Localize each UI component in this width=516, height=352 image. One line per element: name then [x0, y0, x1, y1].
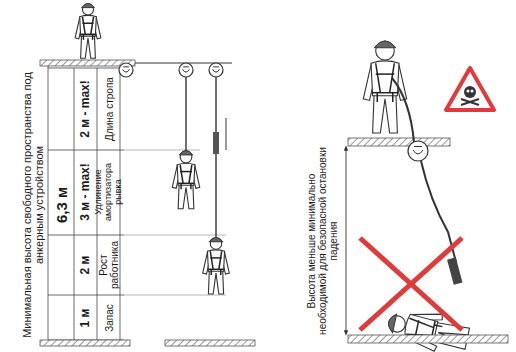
dimension-line: [74, 68, 75, 340]
lanyard: [215, 77, 216, 132]
dimension-tick: [48, 68, 124, 69]
platform: [348, 138, 450, 146]
shock-absorber: [213, 132, 219, 154]
dimension-value: 2 м - max!: [79, 69, 92, 149]
warning-caption: Высота меньше минимально необходимой для…: [306, 146, 339, 336]
shock-absorber: [447, 257, 462, 284]
extension-line: [124, 295, 226, 296]
extension-line: [124, 150, 200, 151]
red-cross: [360, 238, 462, 330]
anchor-device: [179, 63, 193, 77]
red-cross: [360, 238, 462, 330]
crossbone: [461, 99, 479, 105]
dimension-line: [48, 66, 49, 342]
total-dimension: 6,3 м: [54, 155, 71, 255]
segment-label: Удлинение амортизатора рывка: [94, 151, 124, 233]
dimension-caption: Минимальная высота свободного пространст…: [21, 69, 45, 341]
extension-line: [124, 235, 226, 236]
standing-worker: [363, 41, 406, 133]
dimension-tick: [48, 295, 124, 296]
lanyard: [392, 78, 414, 142]
lanyard: [215, 154, 216, 237]
segment-label: Длина стропа: [104, 70, 115, 148]
dimension-tick: [48, 150, 124, 151]
ground: [348, 335, 508, 343]
lanyard: [185, 77, 186, 152]
dimension-value: 1 м: [79, 296, 92, 340]
anchor-device: [119, 63, 133, 77]
dimension-tick: [48, 235, 124, 236]
ground: [40, 340, 130, 346]
danger-sign: [446, 68, 494, 110]
anchor-device: [209, 63, 223, 77]
absorber-marker: [226, 118, 227, 150]
anchor-device: [408, 141, 428, 161]
standing-worker: [75, 3, 101, 58]
dimension-value: 2 м: [79, 236, 92, 294]
ground: [165, 340, 255, 346]
dimension-line: [346, 148, 347, 333]
hanging-worker: [172, 150, 199, 208]
segment-label: Рост работника: [98, 236, 120, 294]
segment-label: Запас: [104, 296, 115, 340]
hanging-worker: [203, 237, 230, 294]
crossbone: [461, 99, 479, 105]
dimension-value: 3 м - max!: [79, 151, 92, 233]
